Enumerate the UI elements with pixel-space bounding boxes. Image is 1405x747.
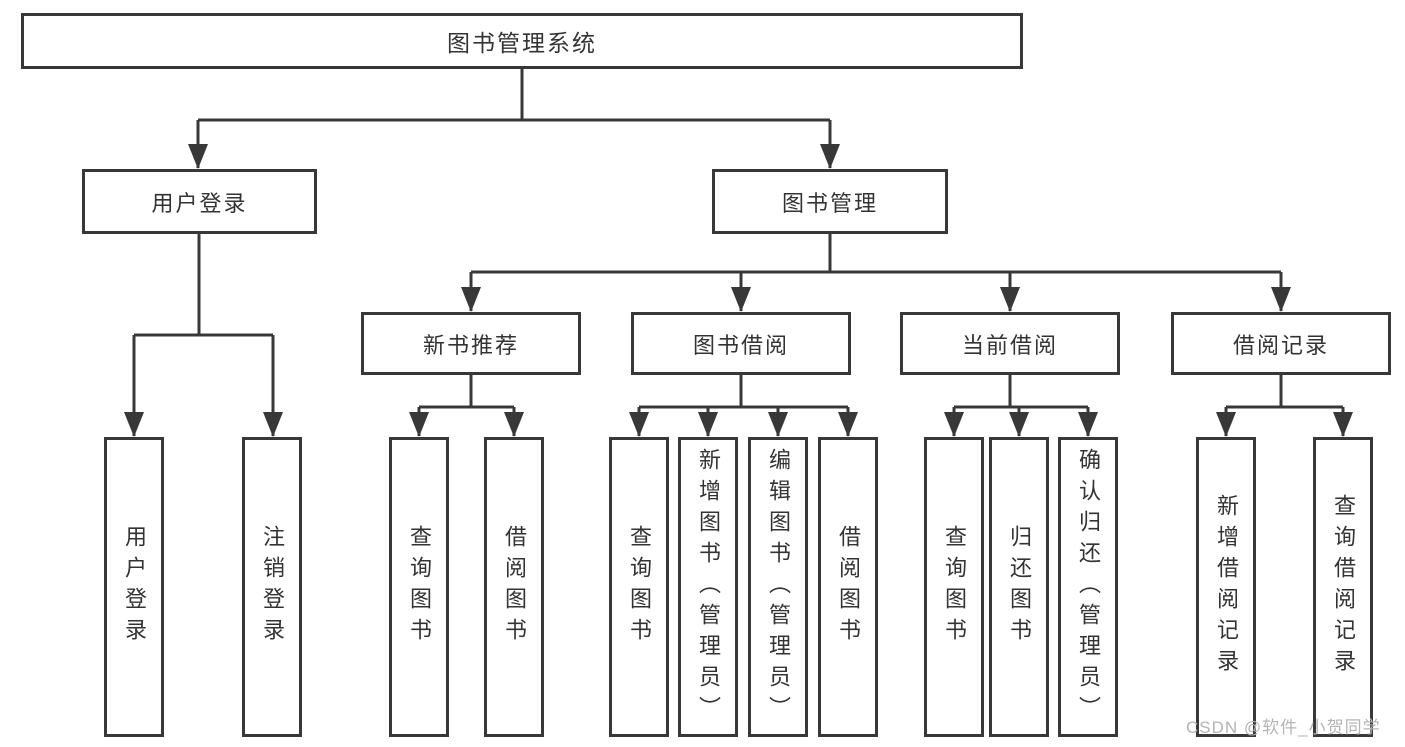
node-query-books-borrow: 查询图书 <box>609 437 669 737</box>
connector-user-login <box>124 234 283 437</box>
node-borrow-books-leaf: 借阅图书 <box>818 437 878 737</box>
node-logout: 注销登录 <box>242 437 302 737</box>
node-label: 查询借阅记录 <box>1331 494 1356 680</box>
node-label: 借阅图书 <box>502 525 527 649</box>
node-label: 确认归还（管理员） <box>1076 447 1101 727</box>
connector-new-book-recommend <box>409 375 524 437</box>
node-confirm-return-admin: 确认归还（管理员） <box>1058 437 1118 737</box>
node-add-book-admin: 新增图书（管理员） <box>678 437 738 737</box>
node-root: 图书管理系统 <box>21 13 1023 69</box>
node-label: 归还图书 <box>1007 525 1032 649</box>
connector-root <box>188 69 840 169</box>
connector-current-borrow <box>944 375 1098 437</box>
node-label: 查询图书 <box>407 525 432 649</box>
node-label: 借阅记录 <box>1232 332 1329 358</box>
node-query-books-current: 查询图书 <box>924 437 984 737</box>
node-label: 图书借阅 <box>692 332 789 358</box>
node-query-books-recommend: 查询图书 <box>389 437 449 737</box>
node-label: 注销登录 <box>260 525 285 649</box>
node-label: 查询图书 <box>942 525 967 649</box>
node-new-book-recommend: 新书推荐 <box>361 312 581 375</box>
node-book-management: 图书管理 <box>712 169 948 234</box>
node-book-borrow: 图书借阅 <box>631 312 851 375</box>
node-user-login: 用户登录 <box>82 169 317 234</box>
node-return-books: 归还图书 <box>989 437 1049 737</box>
node-add-borrow-record: 新增借阅记录 <box>1196 437 1256 737</box>
connector-book-borrow <box>629 375 858 437</box>
connector-borrow-records <box>1216 375 1353 437</box>
node-root-label: 图书管理系统 <box>447 30 597 56</box>
connector-book-management <box>461 234 1291 312</box>
node-label: 用户登录 <box>122 525 147 649</box>
node-label: 借阅图书 <box>836 525 861 649</box>
node-label: 图书管理 <box>781 190 878 216</box>
node-label: 编辑图书（管理员） <box>766 447 791 727</box>
node-user-login-leaf: 用户登录 <box>104 437 164 737</box>
node-label: 当前借阅 <box>961 332 1058 358</box>
node-edit-book-admin: 编辑图书（管理员） <box>748 437 808 737</box>
node-label: 新书推荐 <box>422 332 519 358</box>
node-current-borrow: 当前借阅 <box>900 312 1120 375</box>
node-borrow-records: 借阅记录 <box>1171 312 1391 375</box>
node-label: 用户登录 <box>151 190 248 216</box>
node-query-borrow-record: 查询借阅记录 <box>1313 437 1373 737</box>
node-borrow-books-recommend: 借阅图书 <box>484 437 544 737</box>
node-label: 查询图书 <box>627 525 652 649</box>
node-label: 新增图书（管理员） <box>696 447 721 727</box>
node-label: 新增借阅记录 <box>1214 494 1239 680</box>
watermark: CSDN @软件_小贺同学 <box>1186 718 1381 737</box>
